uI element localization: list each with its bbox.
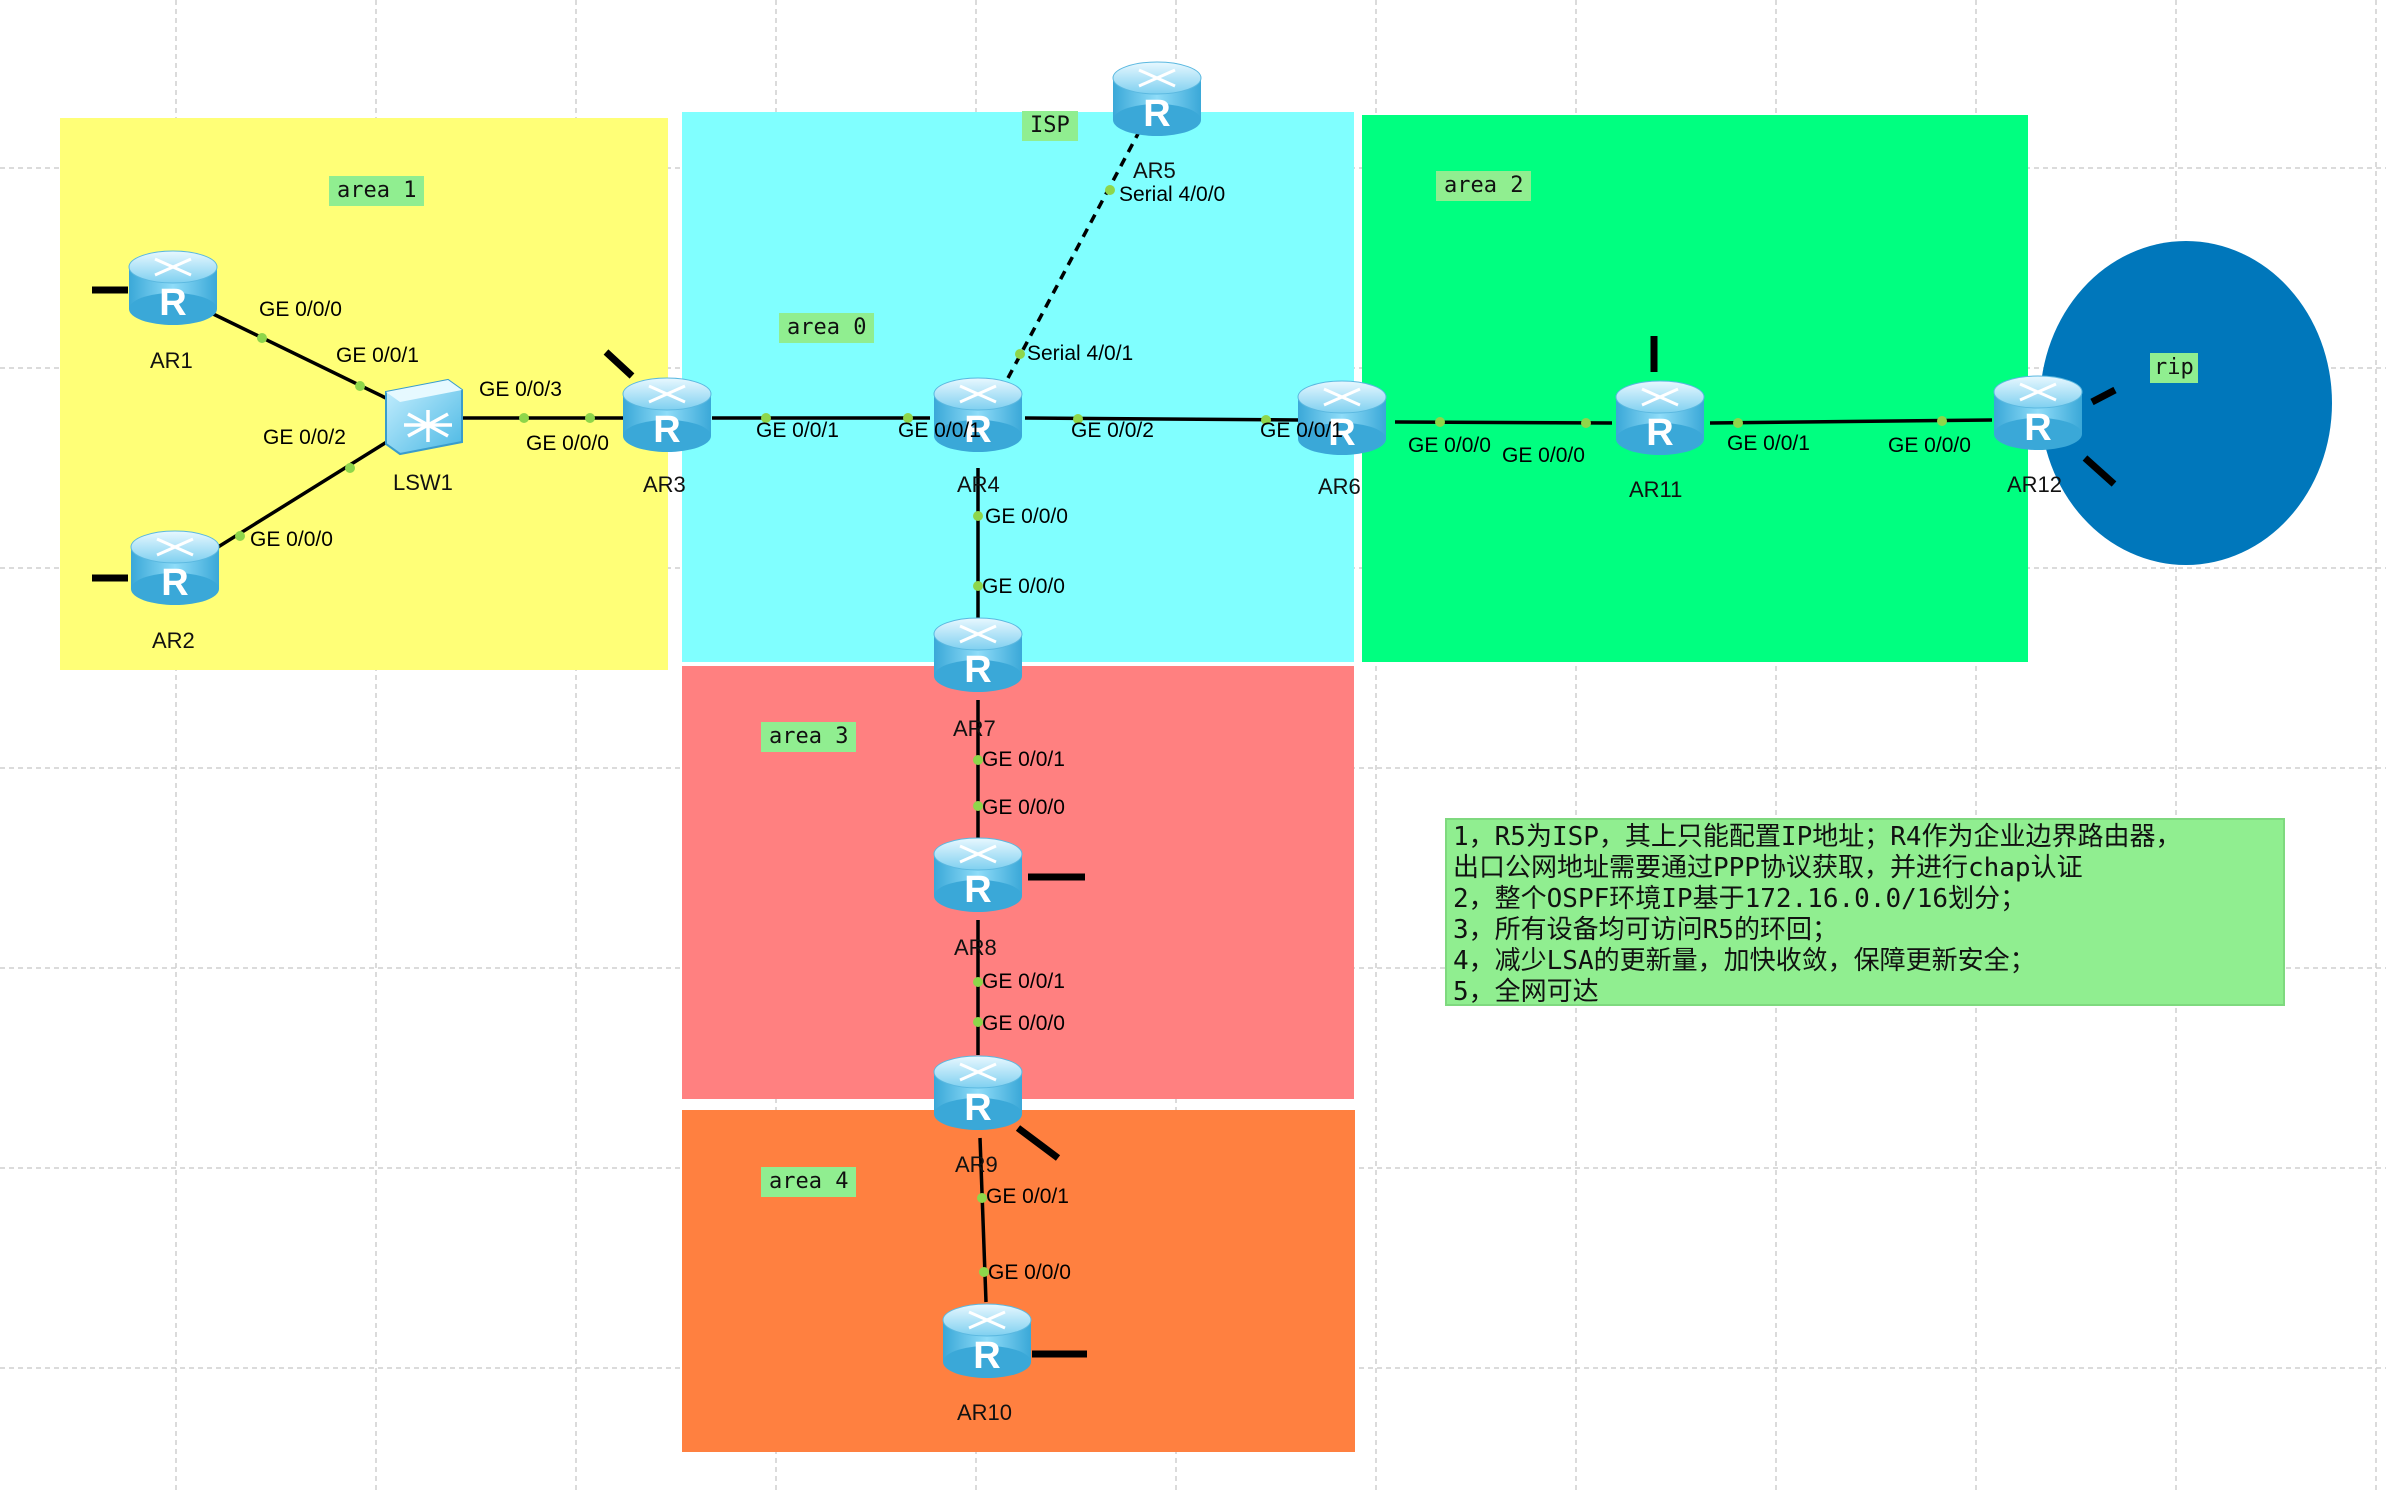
device-label-ar7: AR7 xyxy=(953,716,996,741)
loopback-stubs xyxy=(92,286,2117,1358)
router-icon: R xyxy=(1297,380,1387,455)
port-label: GE 0/0/0 xyxy=(259,298,342,321)
device-label-ar8: AR8 xyxy=(954,935,997,960)
area-2-tag: area 2 xyxy=(1436,171,1532,201)
port-label: GE 0/0/0 xyxy=(982,575,1065,598)
port-label: GE 0/0/3 xyxy=(479,378,562,401)
svg-text:R: R xyxy=(2024,407,2051,449)
router-icon-ar4[interactable]: R xyxy=(930,372,1026,456)
port-label: GE 0/0/2 xyxy=(1071,419,1154,442)
port-label: GE 0/0/0 xyxy=(982,1012,1065,1035)
router-icon-ar1[interactable]: R xyxy=(125,245,221,329)
port-label: GE 0/0/1 xyxy=(1260,419,1343,442)
svg-text:R: R xyxy=(1328,412,1355,454)
switch-icon-lsw1[interactable] xyxy=(378,372,466,456)
device-label-ar12: AR12 xyxy=(2007,472,2063,497)
area-4-tag: area 4 xyxy=(761,1167,857,1197)
rip-tag: rip xyxy=(2150,353,2198,383)
router-icon: R xyxy=(933,617,1023,692)
router-icon: R xyxy=(622,377,712,452)
note-line-5: 4，减少LSA的更新量，加快收敛，保障更新安全； xyxy=(1453,946,2036,976)
port-label: GE 0/0/2 xyxy=(263,426,346,449)
router-icon: R xyxy=(1993,375,2083,450)
router-icon: R xyxy=(942,1303,1032,1378)
device-label-ar11: AR11 xyxy=(1629,477,1683,502)
svg-text:R: R xyxy=(1646,412,1673,454)
port-label: GE 0/0/0 xyxy=(250,528,333,551)
svg-text:R: R xyxy=(964,1087,991,1129)
device-label-ar9: AR9 xyxy=(955,1152,998,1177)
svg-text:R: R xyxy=(161,562,188,604)
area-1-tag: area 1 xyxy=(329,176,425,206)
router-icon-ar10[interactable]: R xyxy=(939,1298,1035,1382)
link-ar4-ar6 xyxy=(1024,416,1301,422)
link-ar6-ar11 xyxy=(1394,420,1613,425)
port-label: GE 0/0/1 xyxy=(756,419,839,442)
port-dots xyxy=(235,185,1947,1277)
note-line-3: 2，整个OSPF环境IP基于172.16.0.0/16划分； xyxy=(1453,884,2027,914)
port-label: GE 0/0/0 xyxy=(988,1261,1071,1284)
device-label-ar2: AR2 xyxy=(152,628,195,653)
router-icon-ar7[interactable]: R xyxy=(930,612,1026,696)
svg-text:R: R xyxy=(973,1335,1000,1377)
device-label-ar6: AR6 xyxy=(1318,474,1361,499)
svg-text:R: R xyxy=(653,409,680,451)
port-label: Serial 4/0/0 xyxy=(1119,183,1226,206)
router-icon: R xyxy=(1615,380,1705,455)
note-line-4: 3，所有设备均可访问R5的环回； xyxy=(1453,915,1838,945)
note-line-1: 1，R5为ISP，其上只能配置IP地址；R4作为企业边界路由器， xyxy=(1453,822,2182,852)
port-label: GE 0/0/1 xyxy=(336,344,419,367)
port-label: GE 0/0/1 xyxy=(898,419,981,442)
router-icon: R xyxy=(933,1055,1023,1130)
port-label: GE 0/0/1 xyxy=(986,1185,1069,1208)
svg-text:R: R xyxy=(159,282,186,324)
router-icon: R xyxy=(1112,61,1202,136)
router-icon-ar2[interactable]: R xyxy=(127,525,223,609)
svg-text:R: R xyxy=(964,409,991,451)
port-label: GE 0/0/1 xyxy=(1727,432,1810,455)
isp-tag: ISP xyxy=(1022,111,1078,141)
svg-text:R: R xyxy=(1143,93,1170,135)
device-label-ar10: AR10 xyxy=(957,1400,1013,1425)
note-line-6: 5，全网可达 xyxy=(1453,977,1599,1007)
device-label-ar3: AR3 xyxy=(643,472,686,497)
router-icon: R xyxy=(128,250,218,325)
port-label: GE 0/0/0 xyxy=(1502,444,1585,467)
device-label-ar5: AR5 xyxy=(1133,158,1176,183)
router-icon: R xyxy=(933,837,1023,912)
router-icon-ar8[interactable]: R xyxy=(930,832,1026,916)
area-3-tag: area 3 xyxy=(761,722,857,752)
router-icon-ar5[interactable]: R xyxy=(1109,56,1205,140)
router-icon-ar3[interactable]: R xyxy=(619,372,715,456)
router-icon-ar6[interactable]: R xyxy=(1294,375,1390,459)
svg-text:R: R xyxy=(964,869,991,911)
router-icon-ar11[interactable]: R xyxy=(1612,375,1708,459)
switch-icon xyxy=(385,378,463,456)
router-icon-ar12[interactable]: R xyxy=(1990,370,2086,454)
svg-text:R: R xyxy=(964,649,991,691)
port-label: GE 0/0/0 xyxy=(982,796,1065,819)
note-line-2: 出口公网地址需要通过PPP协议获取，并进行chap认证 xyxy=(1453,853,2083,883)
device-label-ar4: AR4 xyxy=(957,472,1000,497)
router-icon: R xyxy=(130,530,220,605)
router-icon-ar9[interactable]: R xyxy=(930,1050,1026,1134)
port-label: GE 0/0/0 xyxy=(1888,434,1971,457)
device-label-ar1: AR1 xyxy=(150,348,193,373)
port-label: GE 0/0/1 xyxy=(982,970,1065,993)
requirements-note: 1，R5为ISP，其上只能配置IP地址；R4作为企业边界路由器， 出口公网地址需… xyxy=(1445,818,2285,1007)
area-0-tag: area 0 xyxy=(779,313,875,343)
port-label: GE 0/0/0 xyxy=(985,505,1068,528)
device-label-lsw1: LSW1 xyxy=(393,470,453,495)
router-icon: R xyxy=(933,377,1023,452)
port-label: GE 0/0/0 xyxy=(1408,434,1491,457)
port-label: GE 0/0/1 xyxy=(982,748,1065,771)
links xyxy=(204,129,1993,1303)
port-label: GE 0/0/0 xyxy=(526,432,609,455)
port-label: Serial 4/0/1 xyxy=(1027,342,1134,365)
